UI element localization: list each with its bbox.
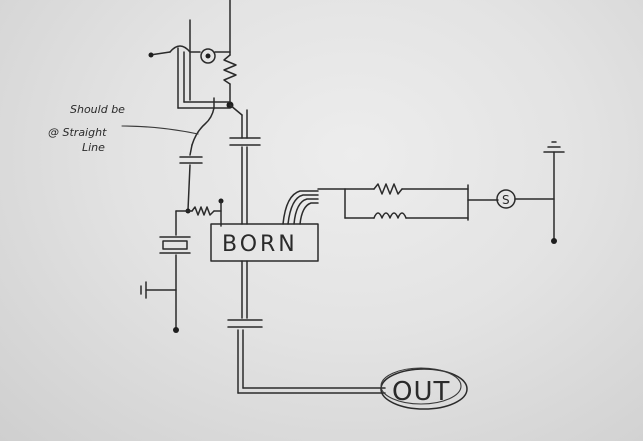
annotation-line3: Line — [82, 141, 105, 154]
born-block: BORN — [210, 223, 319, 262]
upper-coupling-capacitor — [229, 104, 261, 225]
annotation-line2: @ Straight — [48, 126, 107, 139]
lower-coupling-capacitor — [227, 260, 386, 394]
annotation: Should be @ Straight Line — [48, 103, 125, 154]
born-block-label: BORN — [222, 232, 298, 257]
annotation-pointer — [121, 125, 199, 135]
bent-wire — [179, 107, 215, 214]
output-label: OUT — [392, 377, 450, 407]
top-resistor — [223, 0, 237, 109]
right-bundle — [282, 183, 499, 225]
source-label: S — [502, 193, 510, 207]
output-terminal: OUT — [380, 367, 468, 410]
source-symbol: S — [496, 189, 555, 209]
left-stack — [140, 210, 191, 333]
annotation-line1: Should be — [70, 103, 125, 116]
input-resistor — [175, 198, 224, 227]
input-jack — [148, 19, 231, 109]
ground-rail — [543, 141, 565, 244]
